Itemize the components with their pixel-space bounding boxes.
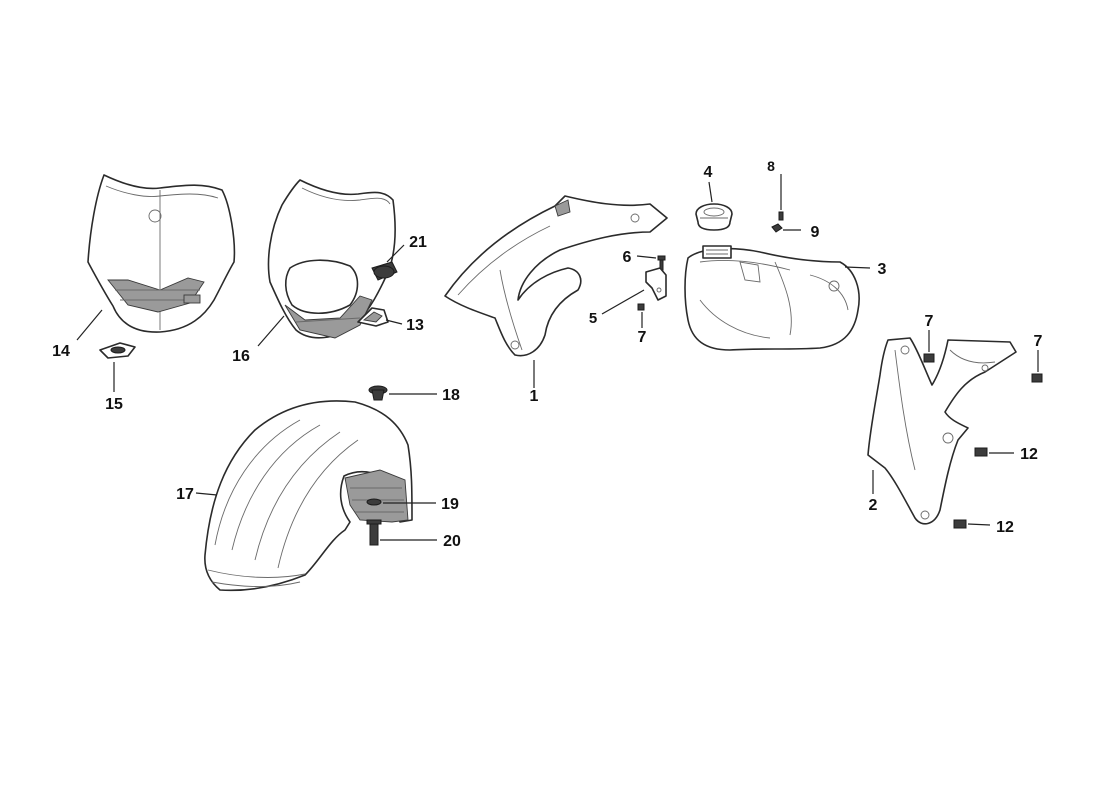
- callout-7-right: 7: [1034, 333, 1043, 350]
- callout-16: 16: [232, 348, 250, 365]
- bolt-part-18: [368, 385, 388, 401]
- radiator-shroud-part-1: [444, 195, 668, 357]
- callout-15: 15: [105, 396, 123, 413]
- callout-5: 5: [589, 310, 597, 327]
- leader-lines: [76, 174, 1039, 541]
- screw-part-7-center: [923, 353, 935, 363]
- screw-part-12-upper: [974, 447, 988, 457]
- callout-4: 4: [704, 164, 713, 181]
- screw-part-12-lower: [953, 519, 967, 529]
- screw-part-6: [657, 255, 666, 271]
- callout-17: 17: [176, 486, 194, 503]
- callout-7-left: 7: [638, 329, 647, 346]
- callout-19: 19: [441, 496, 459, 513]
- grommet-part-15: [99, 342, 136, 359]
- headlight-mask-part-16: [267, 179, 396, 339]
- bracket-part-13: [357, 307, 389, 327]
- callout-21: 21: [409, 234, 427, 251]
- callout-1: 1: [530, 388, 539, 405]
- nut-part-9: [771, 223, 783, 233]
- callout-12-lower: 12: [996, 519, 1014, 536]
- screw-part-7-right: [1031, 373, 1043, 383]
- callout-9: 9: [811, 224, 820, 241]
- radiator-shroud-part-2: [867, 337, 1017, 525]
- callout-2: 2: [869, 497, 878, 514]
- washer-nut-part-19: [366, 498, 382, 506]
- callout-20: 20: [443, 533, 461, 550]
- front-fender-part-17: [204, 400, 413, 592]
- callout-14: 14: [52, 343, 70, 360]
- headlight-mask-part-14: [87, 174, 236, 333]
- callout-12-upper: 12: [1020, 446, 1038, 463]
- fuel-tank-part-3: [684, 245, 860, 351]
- callout-8: 8: [767, 158, 775, 174]
- callout-13: 13: [406, 317, 424, 334]
- bracket-plate-part-5: [645, 267, 667, 301]
- callout-3: 3: [878, 261, 887, 278]
- screw-part-7-left: [637, 303, 645, 311]
- callout-7-center: 7: [925, 313, 934, 330]
- bolt-part-8: [778, 211, 784, 221]
- rubber-ring-part-21: [371, 261, 398, 281]
- callout-labels: 1 2 3 4 5 6 7 7 7 8 9 12 12 13 14 15 16 …: [52, 158, 1042, 550]
- bolt-part-20: [366, 519, 382, 546]
- callout-6: 6: [623, 249, 632, 266]
- callout-18: 18: [442, 387, 460, 404]
- fuel-cap-part-4: [695, 203, 733, 231]
